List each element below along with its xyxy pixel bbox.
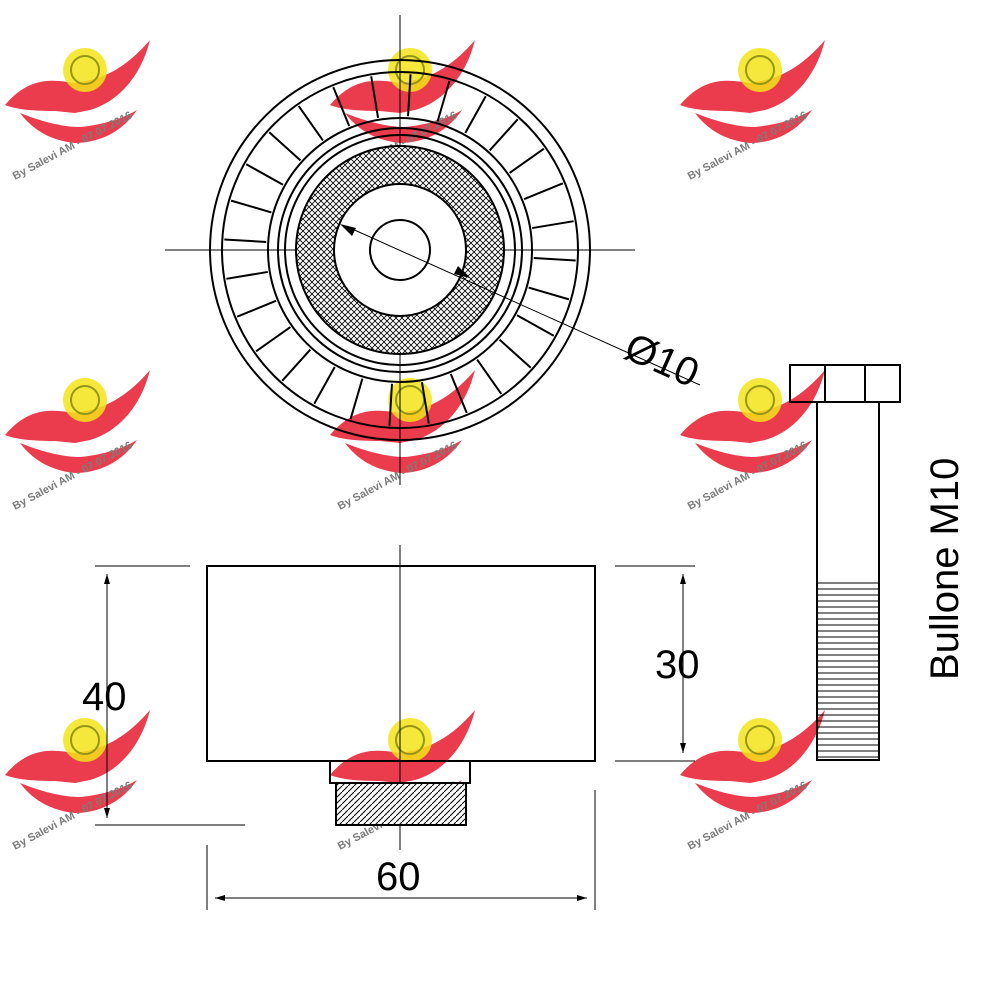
pulley-rib <box>255 326 291 353</box>
watermark-badge <box>738 378 782 422</box>
diameter-arrow-left <box>340 224 356 236</box>
watermark-wing-lower <box>695 440 812 473</box>
pulley-rib <box>528 286 570 301</box>
watermark-logo: By Salevi AM - 07.07.2016 <box>680 370 825 513</box>
watermark-wing-lower <box>345 440 462 473</box>
watermark-badge <box>388 48 432 92</box>
pulley-rib <box>268 131 302 162</box>
pulley-rib <box>349 378 364 420</box>
pulley-rib <box>464 95 487 134</box>
pulley-rib <box>388 383 393 426</box>
bolt-shank <box>816 401 880 761</box>
bolt-view: Bullone M10 <box>789 364 967 761</box>
watermark-wing <box>330 710 475 783</box>
rim-inner-edge <box>221 71 579 429</box>
pulley-rib <box>224 238 267 243</box>
watermark-wing-lower <box>345 110 462 143</box>
pulley-rib <box>523 182 564 201</box>
watermark-badge <box>63 48 107 92</box>
outer-rim <box>209 59 591 441</box>
pulley-rib <box>236 299 277 318</box>
watermark-badge <box>738 718 782 762</box>
pulley-rib <box>488 118 519 152</box>
total-height-label: 40 <box>82 675 127 719</box>
watermark-wing <box>680 710 825 783</box>
outer-diameter-label: 60 <box>376 855 421 899</box>
pulley-rib <box>226 270 268 280</box>
watermark-badge <box>388 718 432 762</box>
watermark-badge-ring <box>70 55 100 85</box>
watermark-wing <box>5 40 150 113</box>
watermark-wing <box>680 40 825 113</box>
watermark-logo: By Salevi AM - 07.07.2016 <box>5 710 150 853</box>
watermark-logo: By Salevi AM - 07.07.2016 <box>5 370 150 513</box>
watermark-badge <box>738 48 782 92</box>
watermark-badge-ring <box>70 385 100 415</box>
pulley-rib <box>370 76 380 118</box>
pulley-rib <box>533 257 576 262</box>
bolt-label: Bullone M10 <box>923 458 967 680</box>
pulley-rib <box>420 382 430 424</box>
diameter-leader-line <box>349 227 701 386</box>
pulley-rib <box>476 359 503 395</box>
watermark-logo: By Salevi AM - 07.07.2016 <box>330 370 475 513</box>
watermark-badge <box>388 378 432 422</box>
bearing-race-edge <box>277 127 523 373</box>
diameter-arrow-right <box>454 266 470 278</box>
pulley-rib <box>281 348 312 382</box>
bearing-outer-race <box>267 117 533 383</box>
pulley-rib <box>449 373 468 414</box>
pulley-rib <box>245 163 284 186</box>
pulley-rib <box>407 74 412 117</box>
pulley-rib <box>498 338 532 369</box>
hub-spacer <box>335 782 467 826</box>
watermark-wing <box>5 710 150 783</box>
pulley-width-label: 30 <box>655 643 700 687</box>
watermark-wing-lower <box>695 110 812 143</box>
watermark-badge-ring <box>745 725 775 755</box>
pulley-rib <box>332 86 351 127</box>
pulley-rib <box>297 105 324 141</box>
pulley-rib <box>532 220 574 230</box>
watermark-wing <box>680 370 825 443</box>
watermark-badge <box>63 378 107 422</box>
watermark-logo: By Salevi AM - 07.07.2016 <box>680 40 825 183</box>
bolt-thread <box>817 582 879 758</box>
watermark-wing-lower <box>20 440 137 473</box>
watermark-logo: By Salevi AM - 07.07.2016 <box>330 710 475 853</box>
watermark-badge-ring <box>745 385 775 415</box>
pulley-side-view: 40 30 60 <box>82 545 700 910</box>
watermark-badge-ring <box>745 55 775 85</box>
bore-diameter-label: Ø10 <box>618 325 705 396</box>
watermark-logo: By Salevi AM - 07.07.2016 <box>680 710 825 853</box>
watermark-badge-ring <box>70 725 100 755</box>
watermark-badge-ring <box>395 725 425 755</box>
pulley-rib <box>509 147 545 174</box>
watermark-wing-lower <box>20 110 137 143</box>
watermark-wing-lower <box>695 780 812 813</box>
pulley-front-view: Ø10 <box>165 15 705 485</box>
pulley-rib <box>230 199 272 214</box>
pulley-ribs <box>224 74 576 426</box>
bore-hole <box>369 219 431 281</box>
watermark-logo: By Salevi AM - 07.07.2016 <box>5 40 150 183</box>
bearing-race-inner <box>284 134 516 366</box>
pulley-rib <box>516 314 555 337</box>
watermark-wing <box>330 40 475 113</box>
pulley-rib <box>313 366 336 405</box>
watermark-badge <box>63 718 107 762</box>
pulley-rib <box>436 80 451 122</box>
watermark-wing <box>5 370 150 443</box>
